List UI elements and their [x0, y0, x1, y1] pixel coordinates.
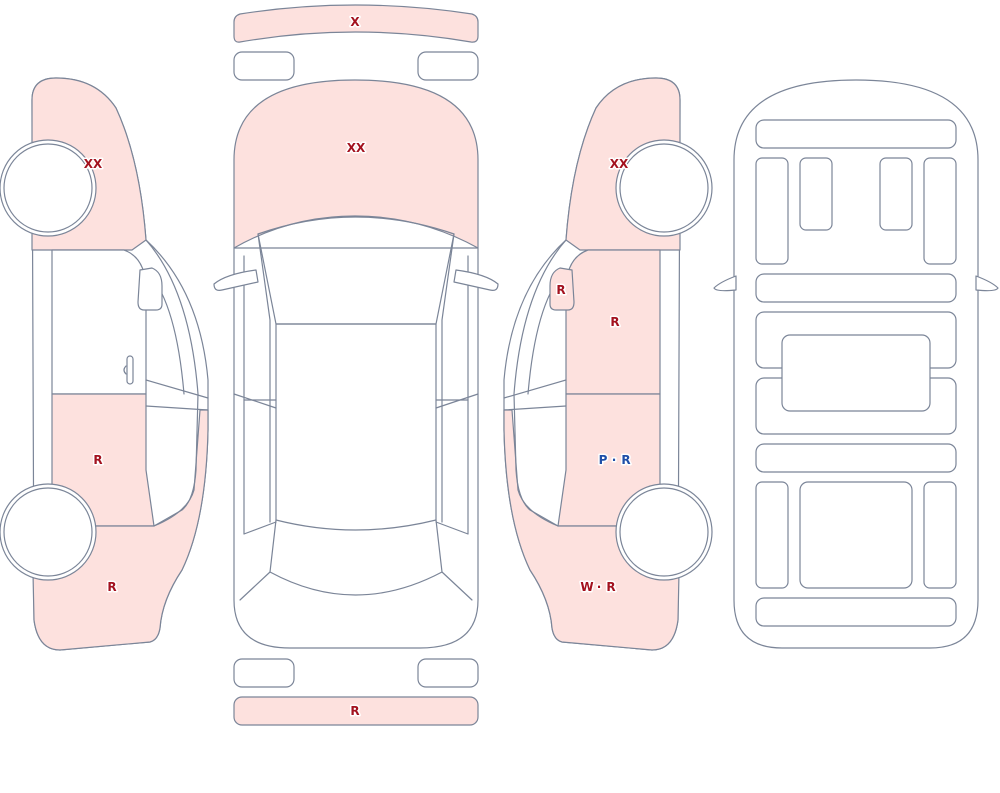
frame-trunk-floor[interactable]	[799, 481, 913, 589]
left-rear-quarter-mark: R	[107, 580, 116, 594]
frame-left-rear-rail[interactable]	[755, 481, 789, 589]
right-mirror-top[interactable]	[453, 269, 499, 291]
frame-left-front-rail[interactable]	[755, 157, 789, 265]
hood-mark: XX	[347, 141, 366, 155]
front-bumper-mark: X	[350, 15, 360, 29]
rear-bumper-panel[interactable]	[233, 696, 479, 726]
left-door-handle[interactable]	[126, 355, 134, 385]
top-view: X XX R	[213, 4, 499, 726]
left-front-fender-mark: XX	[84, 157, 103, 171]
right-rear-door-mark-p: P	[599, 453, 608, 467]
right-front-door-mark: R	[610, 315, 619, 329]
right-front-fender-mark: XX	[610, 157, 629, 171]
left-side-view: XX R R	[0, 77, 209, 651]
frame-left-inner-rail[interactable]	[799, 157, 833, 231]
frame-right-inner-rail[interactable]	[879, 157, 913, 231]
left-rear-door-mark: R	[93, 453, 102, 467]
frame-rear-crossmember[interactable]	[755, 443, 957, 473]
left-taillight[interactable]	[233, 658, 295, 688]
hood-panel[interactable]	[233, 79, 479, 249]
left-headlight[interactable]	[233, 51, 295, 81]
frame-rear-panel[interactable]	[755, 597, 957, 627]
right-rear-quarter-mark-r: R	[606, 580, 615, 594]
frame-dash-crossmember[interactable]	[755, 273, 957, 303]
frame-front-crossmember[interactable]	[755, 119, 957, 149]
right-headlight[interactable]	[417, 51, 479, 81]
right-rear-door-mark-r: R	[621, 453, 630, 467]
rear-bumper-mark: R	[350, 704, 359, 718]
left-mirror-top[interactable]	[213, 269, 259, 291]
rear-window[interactable]	[269, 519, 443, 596]
right-mirror-mark: R	[556, 283, 565, 297]
right-rear-quarter-mark-sep: ·	[597, 580, 602, 594]
right-mirror-side[interactable]	[549, 267, 575, 311]
left-rear-quarter-panel[interactable]	[31, 409, 209, 651]
right-rear-quarter-mark-w: W	[580, 580, 593, 594]
frame-right-rear-rail[interactable]	[923, 481, 957, 589]
front-bumper-panel[interactable]	[233, 4, 479, 43]
frame-center-tunnel[interactable]	[781, 334, 931, 412]
left-mirror-side[interactable]	[137, 267, 163, 311]
right-rear-quarter-panel[interactable]	[503, 409, 681, 651]
right-side-view: XX R R P · R W · R	[503, 77, 713, 651]
body-outline-top	[233, 247, 479, 649]
right-rear-door-mark-sep: ·	[612, 453, 617, 467]
underbody-view	[713, 79, 999, 649]
right-taillight[interactable]	[417, 658, 479, 688]
frame-right-front-rail[interactable]	[923, 157, 957, 265]
